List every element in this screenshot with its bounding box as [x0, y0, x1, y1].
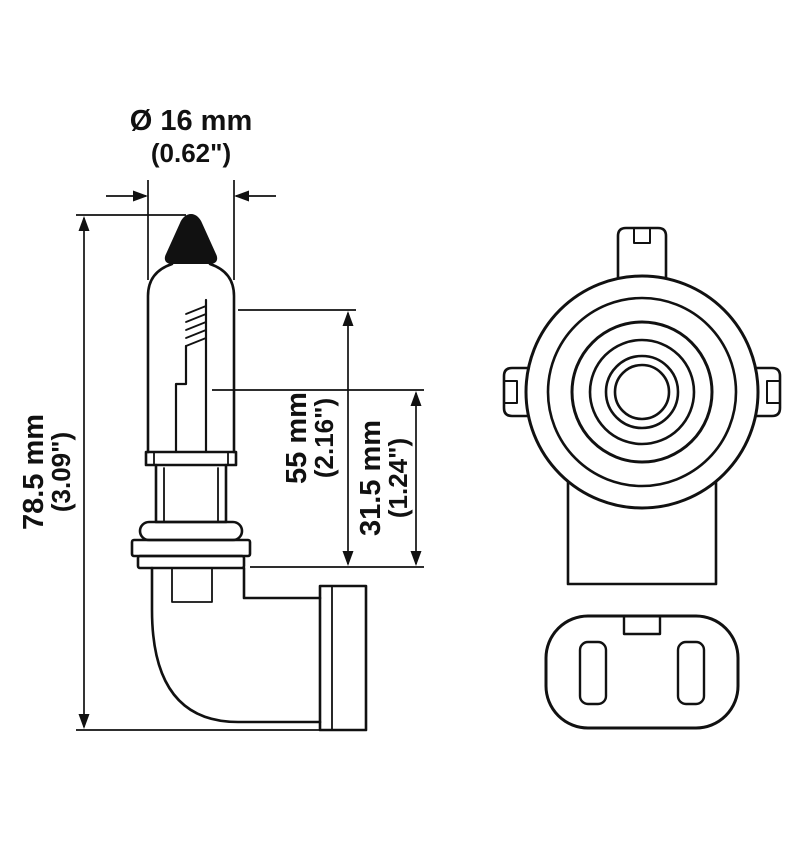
base-neck [154, 463, 228, 524]
dim-overall-metric-label: 78.5 mm [18, 414, 50, 530]
base-ring-ticks [153, 451, 229, 466]
base-housing [150, 566, 368, 732]
dim-tip-to-seat [238, 309, 356, 566]
dim-tts-arrow-bottom [342, 551, 354, 566]
housing-insert [171, 567, 213, 603]
front-center-circle [613, 363, 671, 421]
front-ring-5 [604, 354, 680, 430]
glass-envelope [146, 262, 236, 454]
front-ring-3 [570, 320, 714, 464]
front-left-tab-notch [504, 380, 518, 404]
dim-lcl-arrow-top [410, 391, 422, 406]
base-ring [144, 450, 238, 467]
front-ring-2 [546, 296, 738, 488]
connector-front-view [544, 614, 740, 730]
dim-lcl [212, 389, 424, 568]
base-neck-lines [163, 467, 219, 523]
bulb-side-view [130, 214, 368, 732]
dim-lcl-arrow-bottom [410, 551, 422, 566]
filament [174, 298, 208, 454]
dim-tts-arrow-top [342, 311, 354, 326]
dim-overall-arrow-bottom [78, 714, 90, 729]
dim-diameter-imperial-label: (0.62") [151, 138, 231, 168]
dim-lcl-metric-label: 31.5 mm [355, 420, 387, 536]
filament-support-left [174, 344, 188, 454]
dim-overall-length [76, 214, 344, 731]
connector-outline [544, 614, 740, 730]
dim-lcl-imperial-label: (1.24") [383, 438, 413, 518]
base-oring [138, 520, 244, 542]
dim-diameter-arrow-right [234, 190, 249, 202]
connector-key-notch [622, 617, 662, 636]
dim-tip-to-seat-metric-label: 55 mm [281, 392, 313, 484]
front-right-tab [756, 366, 782, 418]
front-right-tab-notch [766, 380, 780, 404]
front-ring-4 [588, 338, 696, 446]
dim-overall-imperial-label: (3.09") [46, 432, 76, 512]
bulb-front-view [502, 226, 782, 586]
front-base-block [566, 481, 718, 586]
bulb-tip [164, 214, 218, 264]
base-flange-upper [130, 538, 252, 558]
dim-diameter-metric-label: Ø 16 mm [130, 105, 253, 137]
housing-elbow [150, 566, 322, 724]
base-flange-lower [136, 554, 246, 570]
bulb-base [130, 450, 252, 570]
dim-overall-arrow-top [78, 216, 90, 231]
connector-pin-slot-right [676, 640, 706, 706]
dim-diameter-arrow-left [133, 190, 148, 202]
front-left-tab [502, 366, 528, 418]
dim-overall-extension-lines [76, 214, 344, 731]
housing-connector-side [318, 584, 368, 732]
dim-tip-to-seat-imperial-label: (2.16") [309, 398, 339, 478]
dim-diameter [106, 180, 276, 280]
filament-coil [185, 305, 207, 347]
dimensions [76, 180, 424, 731]
front-top-tab [616, 226, 668, 279]
connector-pin-slot-left [578, 640, 608, 706]
front-outer-ring [524, 274, 760, 510]
dim-diameter-extension-lines [147, 180, 235, 280]
dimension-labels: Ø 16 mm (0.62") 78.5 mm (3.09") 55 mm (2… [18, 105, 413, 536]
housing-duct-top [242, 566, 322, 600]
front-top-tab-notch [633, 228, 651, 244]
